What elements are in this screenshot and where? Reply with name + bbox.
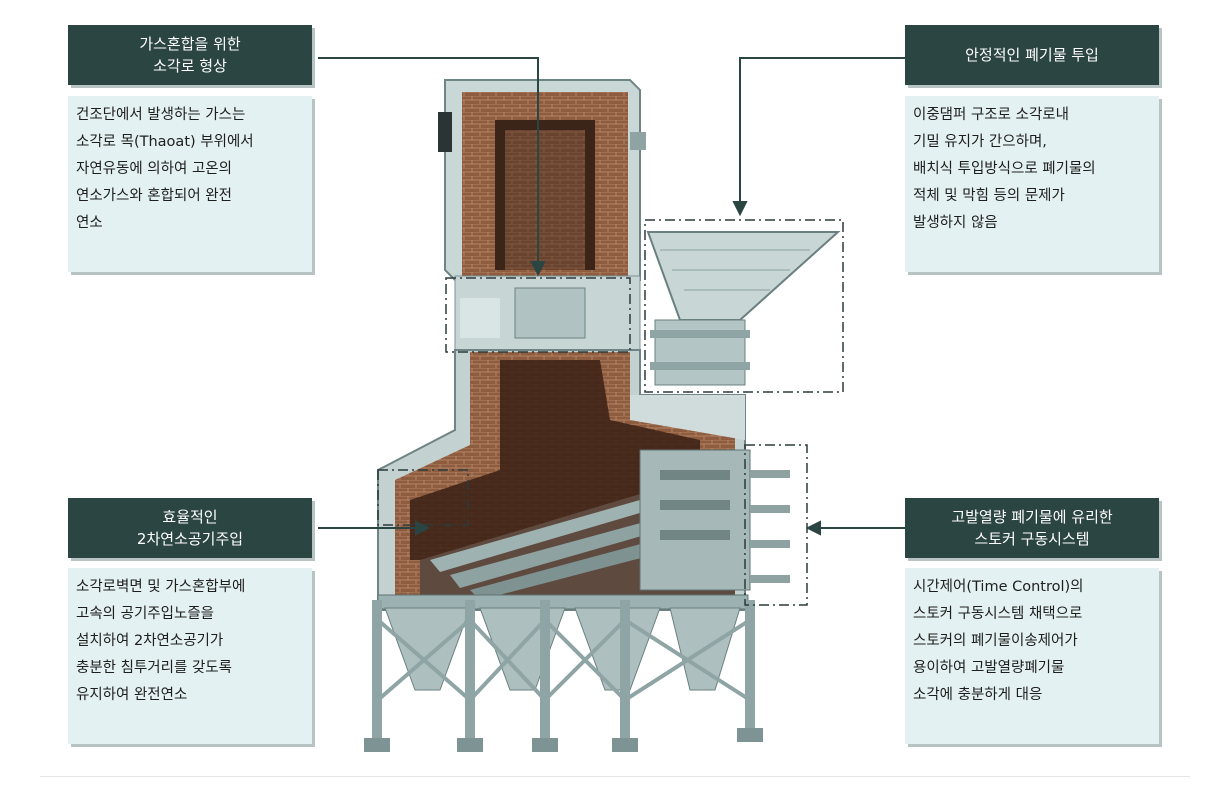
body-line: 자연유동에 의하여 고온의: [76, 161, 232, 177]
body-line: 연소가스와 혼합되어 완전: [76, 188, 232, 204]
highlight-boxes: [377, 219, 844, 606]
body-line: 용이하여 고발열량폐기물: [913, 660, 1065, 676]
body-line: 발생하지 않음: [913, 215, 998, 231]
body-line: 충분한 침투거리를 갖도록: [76, 660, 232, 676]
body-line: 고속의 공기주입노즐을: [76, 606, 215, 622]
panel-body-waste-feeding: 이중댐퍼 구조로 소각로내 기밀 유지가 간으하며, 배치식 투입방식으로 폐기…: [905, 96, 1159, 272]
body-line: 건조단에서 발생하는 가스는: [76, 107, 246, 123]
body-line: 소각로벽면 및 가스혼합부에: [76, 579, 246, 595]
bottom-divider: [40, 776, 1190, 777]
body-line: 연소: [76, 215, 103, 231]
body-line: 기밀 유지가 간으하며,: [913, 134, 1047, 150]
body-line: 유지하여 완전연소: [76, 687, 188, 703]
throat-section: [454, 275, 641, 353]
body-line: 스토커의 폐기물이송제어가: [913, 633, 1078, 649]
body-line: 시간제어(Time Control)의: [913, 579, 1084, 595]
panel-title-secondary-air: 효율적인 2차연소공기주입: [68, 498, 312, 558]
panel-title-waste-feeding: 안정적인 폐기물 투입: [905, 25, 1159, 85]
title-line: 2차연소공기주입: [136, 530, 244, 548]
body-line: 소각에 충분하게 대응: [913, 687, 1043, 703]
panel-body-secondary-air: 소각로벽면 및 가스혼합부에 고속의 공기주입노즐을 설치하여 2차연소공기가 …: [68, 568, 312, 744]
callout-arrows: [318, 57, 905, 536]
body-line: 설치하여 2차연소공기가: [76, 633, 224, 649]
title-line: 효율적인: [162, 508, 218, 526]
stoker-grates: [430, 449, 790, 600]
title-line: 고발열량 폐기물에 유리한: [951, 508, 1113, 526]
waste-hopper: [630, 231, 841, 440]
panel-title-gas-mixing: 가스혼합을 위한 소각로 형상: [68, 25, 312, 85]
support-frame: [364, 594, 763, 752]
body-line: 소각로 목(Thaoat) 부위에서: [76, 134, 254, 150]
body-line: 배치식 투입방식으로 폐기물의: [913, 161, 1096, 177]
body-line: 이중댐퍼 구조로 소각로내: [913, 107, 1069, 123]
panel-body-gas-mixing: 건조단에서 발생하는 가스는 소각로 목(Thaoat) 부위에서 자연유동에 …: [68, 96, 312, 272]
panel-body-stoker-drive: 시간제어(Time Control)의 스토커 구동시스템 채택으로 스토커의 …: [905, 568, 1159, 744]
title-line: 소각로 형상: [153, 57, 227, 75]
upper-shaft: [438, 79, 646, 281]
title-line: 가스혼합을 위한: [139, 35, 241, 53]
body-line: 적체 및 막힘 등의 문제가: [913, 188, 1065, 204]
title-line: 안정적인 폐기물 투입: [965, 46, 1099, 64]
panel-title-stoker-drive: 고발열량 폐기물에 유리한 스토커 구동시스템: [905, 498, 1159, 558]
title-line: 스토커 구동시스템: [974, 530, 1090, 548]
body-line: 스토커 구동시스템 채택으로: [913, 606, 1083, 622]
